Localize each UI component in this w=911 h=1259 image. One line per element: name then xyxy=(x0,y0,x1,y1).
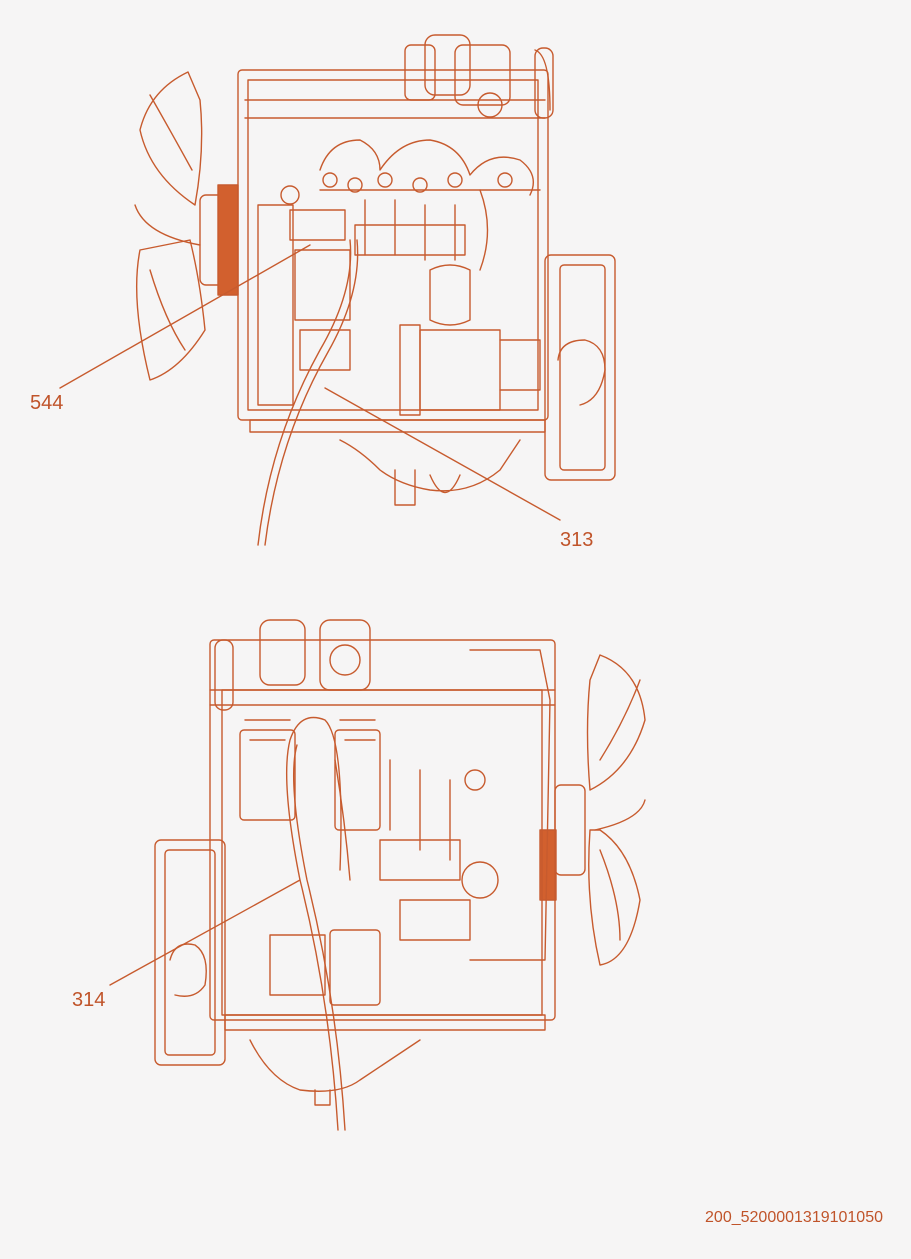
turbo-top xyxy=(404,34,554,119)
turbo-bottom xyxy=(214,619,371,711)
hose-313 xyxy=(257,239,352,546)
callout-544: 544 xyxy=(30,392,64,414)
engine-top-view xyxy=(134,34,616,546)
ecu-box-top xyxy=(419,329,501,411)
reference-code: 200_5200001319101050 xyxy=(705,1209,883,1226)
engine-bottom-view xyxy=(154,619,646,1131)
hose-314 xyxy=(285,716,342,1131)
callout-314: 314 xyxy=(72,989,106,1011)
fan-top xyxy=(134,71,239,381)
fan-bottom xyxy=(539,654,646,966)
ecu-box-bottom xyxy=(269,934,326,996)
callout-313: 313 xyxy=(560,529,594,551)
